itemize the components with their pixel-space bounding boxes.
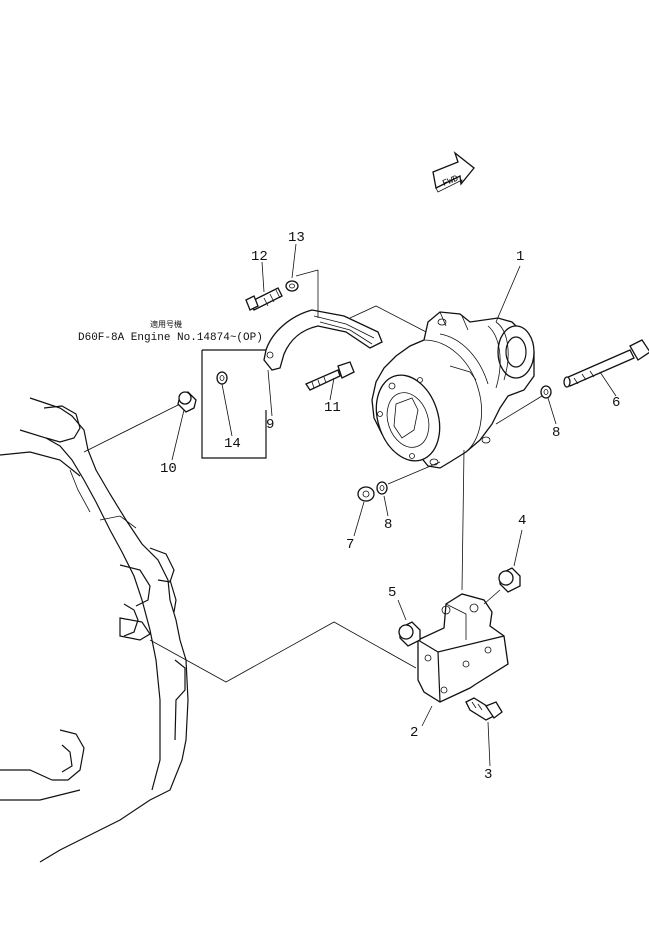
washer-14 (216, 371, 228, 385)
engine-block (0, 397, 189, 863)
callout-12: 12 (251, 249, 268, 265)
callout-10: 10 (160, 461, 177, 477)
callout-1: 1 (516, 249, 525, 265)
callout-8-right: 8 (552, 425, 561, 441)
callout-4: 4 (518, 513, 527, 529)
spacer-5 (398, 621, 421, 647)
callout-11: 11 (324, 400, 341, 416)
adjust-bracket (263, 269, 383, 371)
option-frame (201, 349, 267, 459)
alternator (371, 311, 535, 469)
washer-13 (285, 280, 299, 292)
spacer-10 (177, 391, 197, 413)
callout-9: 9 (266, 417, 275, 433)
spacer-4 (498, 567, 521, 593)
callout-13: 13 (288, 230, 305, 246)
bolt-12 (245, 287, 283, 311)
callout-6: 6 (612, 395, 621, 411)
callout-5: 5 (388, 585, 397, 601)
bolt-11 (305, 361, 355, 391)
fwd-arrow-icon: FWD (432, 151, 475, 193)
bolt-3 (465, 697, 503, 721)
washer-8-left (376, 481, 388, 495)
callout-8-left: 8 (384, 517, 393, 533)
nut-7 (357, 486, 375, 502)
callout-7: 7 (346, 537, 355, 553)
callout-leaders (171, 243, 617, 767)
mounting-bracket (417, 593, 509, 703)
callout-14: 14 (224, 436, 241, 452)
leader-1 (349, 305, 431, 335)
leader-10 (83, 403, 181, 453)
callout-3: 3 (484, 767, 493, 783)
washer-8-right (540, 385, 552, 399)
leader-2 (149, 621, 417, 683)
callout-2: 2 (410, 725, 419, 741)
bolt-6 (563, 339, 649, 388)
applicability-note-jp: 適用号機 (150, 321, 182, 330)
applicability-note: D60F-8A Engine No.14874~(OP) (78, 332, 263, 344)
